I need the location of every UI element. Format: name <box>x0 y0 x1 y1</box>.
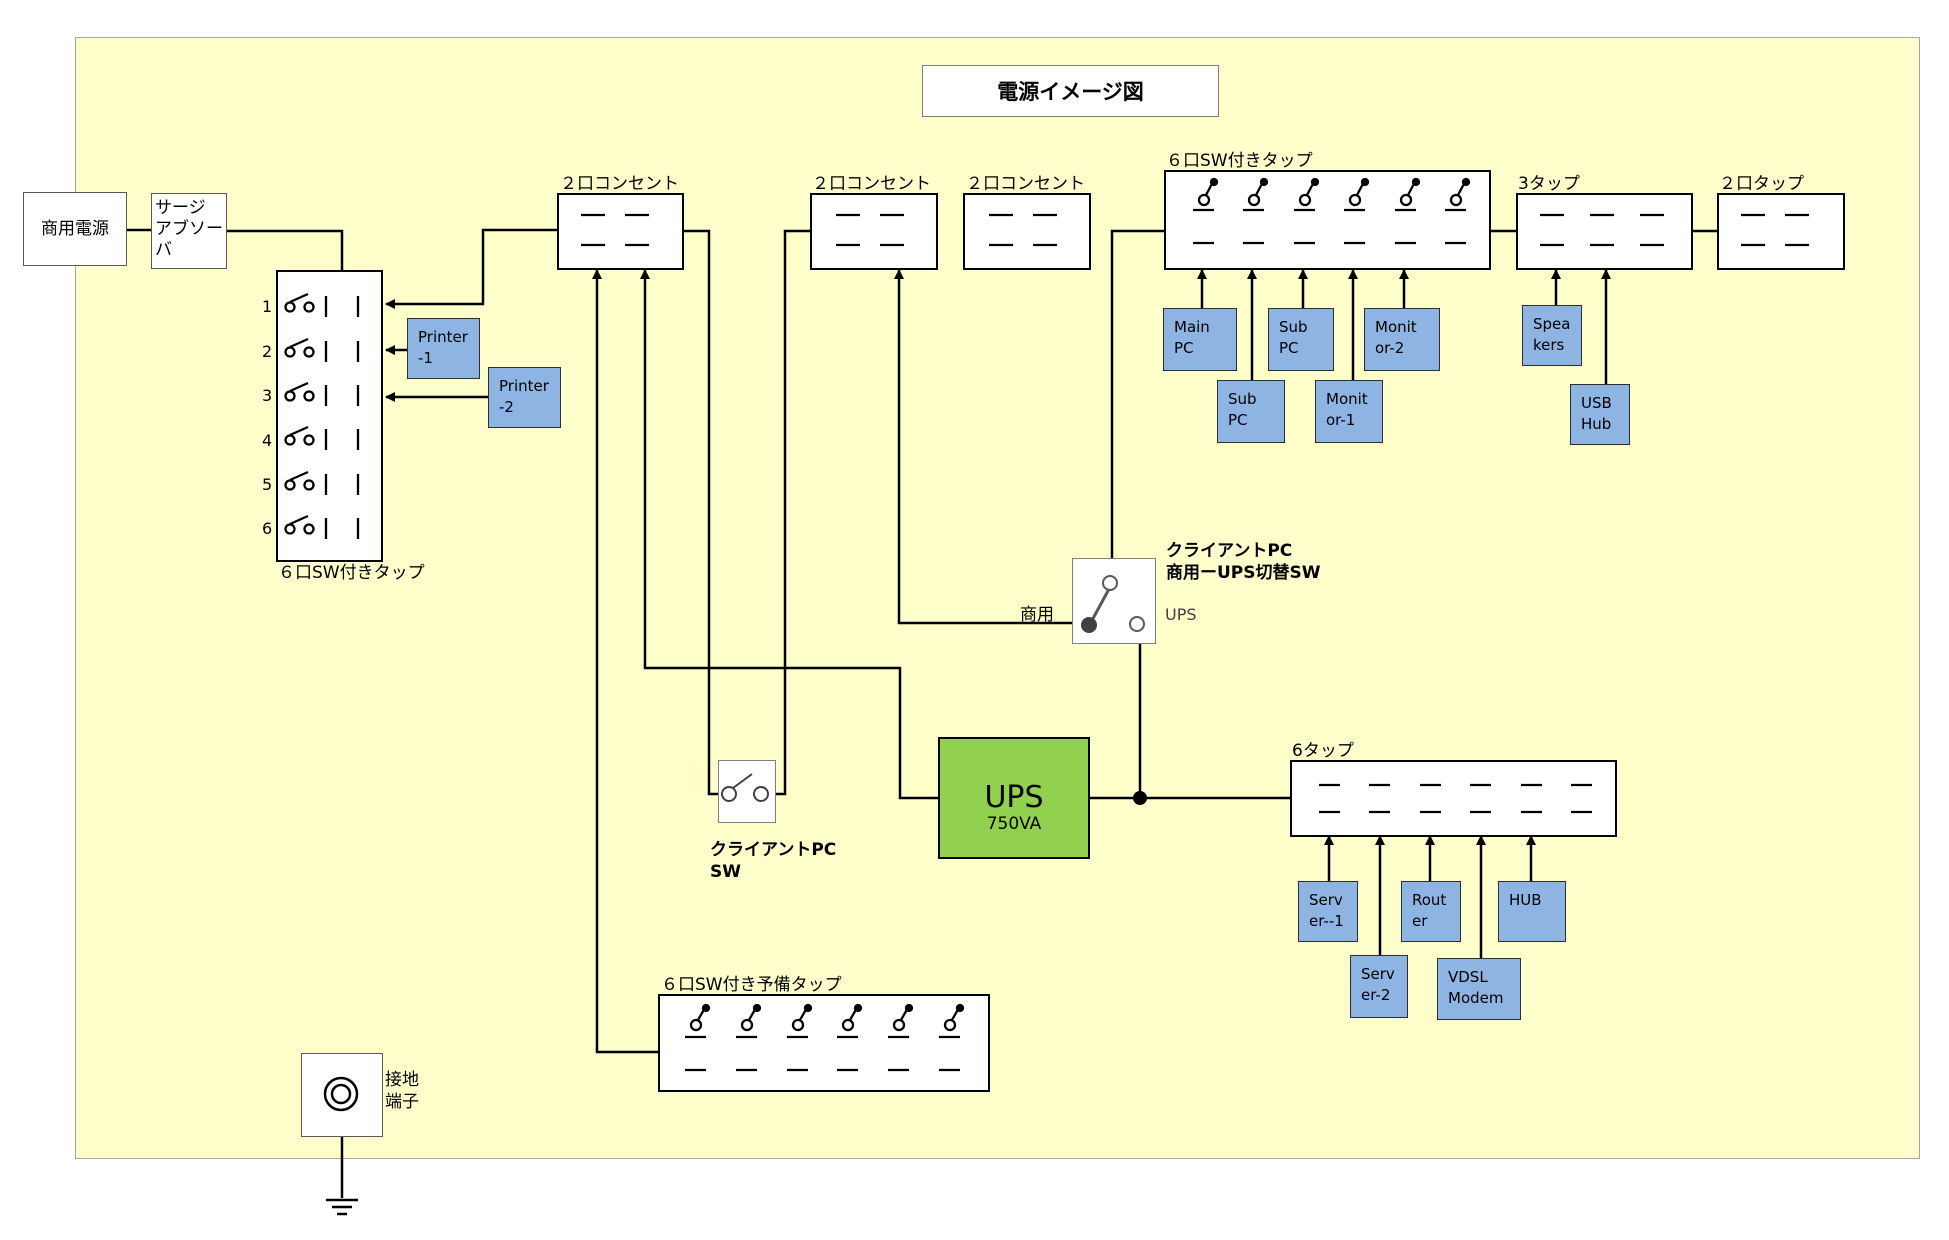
left-tap-slot-1: 1 <box>262 297 273 316</box>
wire-surge-tap <box>227 229 344 271</box>
client-pc-sw-label-2: SW <box>710 862 741 882</box>
server-1-box: Serv er--1 <box>1298 881 1358 942</box>
outlet-b-label: ２口コンセント <box>812 174 931 194</box>
top-tap-label: ６口SW付きタップ <box>1166 151 1313 171</box>
ground-label-1: 接地 <box>385 1070 419 1090</box>
left-tap-slot-5: 5 <box>262 475 273 494</box>
surge-label-line3: バ <box>155 240 172 260</box>
wire-clientsw-outlet-b <box>772 229 811 796</box>
changeover-switch <box>1072 558 1156 644</box>
ups-tap-label: 6タップ <box>1292 741 1354 761</box>
ups-box: UPS 750VA <box>938 737 1090 859</box>
top-6sw-tap <box>1164 170 1491 270</box>
surge-label-line1: サージ <box>155 198 206 218</box>
wire-outlet-a-clientsw <box>683 229 726 796</box>
client-pc-sw <box>718 760 776 823</box>
commercial-power-label: 商用電源 <box>41 218 109 239</box>
left-tap-slot-2: 2 <box>262 342 273 361</box>
outlet-c-label: ２口コンセント <box>966 174 1085 194</box>
ups-name: UPS <box>984 780 1044 815</box>
wire-outlet-a-spare <box>592 269 658 1054</box>
ups-6-tap <box>1290 760 1617 837</box>
sub-pc-1-box: Sub PC <box>1217 380 1285 443</box>
main-pc-box: Main PC <box>1163 308 1237 371</box>
wire-outlet-a-ups <box>640 269 938 800</box>
monitor-1-box: Monit or-1 <box>1315 380 1383 443</box>
surge-label-line2: アブソー <box>155 219 223 239</box>
left-tap-slot-6: 6 <box>262 519 273 538</box>
tap3 <box>1516 193 1693 270</box>
speakers-box: Spea kers <box>1522 305 1582 366</box>
ground-label-2: 端子 <box>385 1092 419 1112</box>
left-tap-slot-4: 4 <box>262 431 273 450</box>
tap2 <box>1717 193 1845 270</box>
ups-capacity: 750VA <box>986 814 1042 834</box>
changeover-switch-title-1: クライアントPC <box>1166 541 1293 561</box>
ups-junction-dot <box>1133 791 1147 805</box>
client-pc-sw-label-1: クライアントPC <box>710 840 837 860</box>
surge-absorber-box: サージ アブソー バ <box>151 193 227 269</box>
ground-terminal <box>301 1053 383 1137</box>
outlet-a <box>557 193 684 270</box>
changeover-commercial-label: 商用 <box>1020 605 1054 625</box>
vdsl-modem-box: VDSL Modem <box>1437 958 1521 1020</box>
hub-box: HUB <box>1498 881 1566 942</box>
left-tap-label: ６口SW付きタップ <box>278 563 425 583</box>
router-box: Rout er <box>1401 881 1461 942</box>
spare-tap-label: ６口SW付き予備タップ <box>661 975 842 995</box>
diagram-title: 電源イメージ図 <box>922 65 1219 117</box>
commercial-power-box: 商用電源 <box>23 192 127 266</box>
changeover-ups-label: UPS <box>1165 605 1197 624</box>
outlet-c <box>963 193 1091 270</box>
wire-tap-outlet-a <box>385 228 557 309</box>
printer-1-box: Printer -1 <box>407 318 480 379</box>
server-2-box: Serv er-2 <box>1350 955 1408 1018</box>
usb-hub-box: USB Hub <box>1570 384 1630 445</box>
monitor-2-box: Monit or-2 <box>1364 308 1440 371</box>
printer-2-box: Printer -2 <box>488 367 561 428</box>
tap3-label: 3タップ <box>1518 174 1580 194</box>
left-6sw-tap <box>276 270 383 562</box>
outlet-b <box>810 193 938 270</box>
spare-6sw-tap <box>658 994 990 1092</box>
left-tap-switches <box>284 292 360 541</box>
tap2-label: ２口タップ <box>1719 174 1804 194</box>
changeover-switch-title-2: 商用ーUPS切替SW <box>1166 563 1321 583</box>
wire-outlet-b-commercial <box>894 269 1091 625</box>
wire-switch-top-tap <box>1110 229 1164 582</box>
outlet-a-label: ２口コンセント <box>560 174 679 194</box>
sub-pc-2-box: Sub PC <box>1268 308 1334 371</box>
left-tap-slot-3: 3 <box>262 386 273 405</box>
